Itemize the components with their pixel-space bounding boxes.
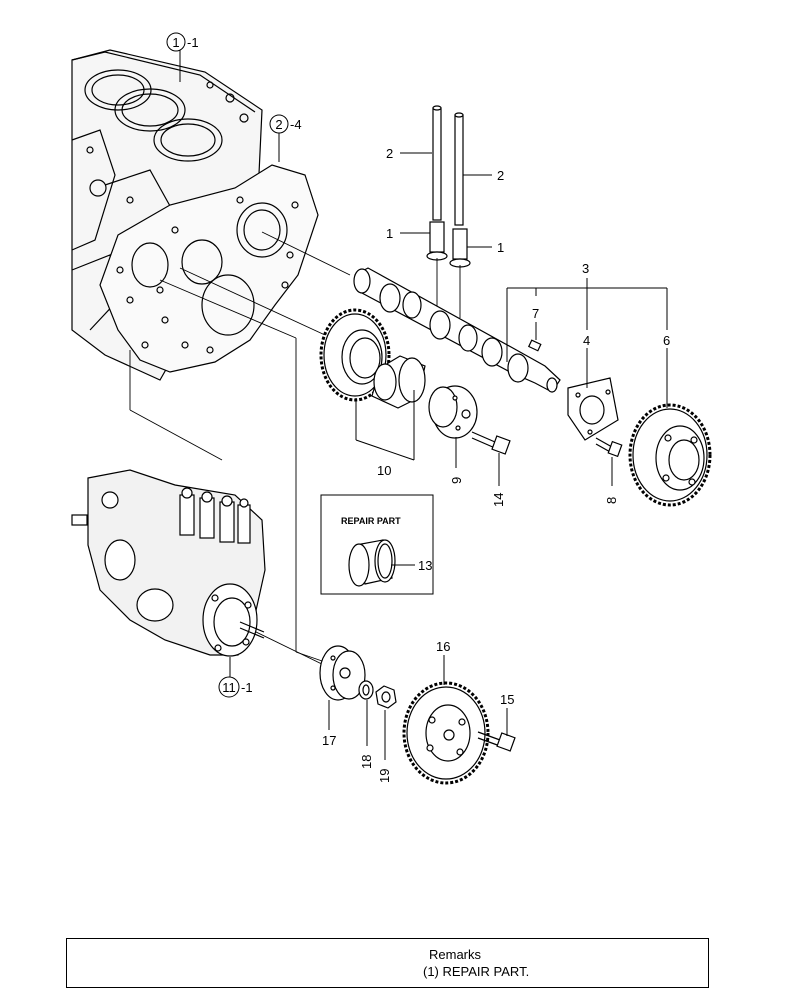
label-pump-gear: 16 <box>436 639 450 654</box>
idle-gear-shaft <box>428 385 478 439</box>
bolt-15-part <box>477 731 516 752</box>
callout-suffix-cylinder-block: -1 <box>187 35 199 50</box>
callout-suffix-fuel-pump: -1 <box>241 680 253 695</box>
callout-suffix-gear-case: -4 <box>290 117 302 132</box>
leader-lines <box>179 50 668 760</box>
label-camshaft-assembly: 3 <box>582 261 589 276</box>
label-nut: 19 <box>377 769 392 783</box>
center-lines <box>129 231 351 669</box>
idle-gear <box>319 308 391 402</box>
label-tappet-left: 1 <box>386 226 393 241</box>
label-bolt-15: 15 <box>500 692 514 707</box>
tappets <box>426 221 471 318</box>
callout-number-fuel-pump: 11 <box>222 680 236 695</box>
callout-circle-fuel-pump <box>218 676 240 698</box>
pump-flange <box>319 645 366 701</box>
label-bolt-8: 8 <box>604 497 619 504</box>
bolt-8-part <box>595 437 623 458</box>
label-push-rod-right: 2 <box>497 168 504 183</box>
label-push-rod-left: 2 <box>386 146 393 161</box>
callout-number-gear-case: 2 <box>275 117 282 132</box>
repair-part-box <box>320 494 434 595</box>
label-cam-gear: 6 <box>663 333 670 348</box>
cam-gear <box>628 403 712 507</box>
remarks-box: Remarks (1) REPAIR PART. <box>66 938 709 988</box>
push-rods <box>432 105 464 226</box>
label-tappet-right: 1 <box>497 240 504 255</box>
label-thrust-plate: 4 <box>583 333 590 348</box>
repair-bushing <box>348 539 396 587</box>
callout-number-cylinder-block: 1 <box>172 35 179 50</box>
label-idle-gear-shaft: 9 <box>449 477 464 484</box>
callout-circle-gear-case <box>269 114 289 134</box>
repair-part-title: REPAIR PART <box>341 516 401 526</box>
label-pump-flange: 17 <box>322 733 336 748</box>
idle-gear-bushing <box>371 355 426 409</box>
camshaft <box>353 267 561 393</box>
label-key: 7 <box>532 306 539 321</box>
nut-part <box>375 685 397 709</box>
label-idle-gear: 10 <box>377 463 391 478</box>
label-bolt-14: 14 <box>491 493 506 507</box>
fuel-injection-pump <box>71 469 266 657</box>
remarks-line: (1) REPAIR PART. <box>423 964 530 979</box>
gear-case-plate <box>99 164 319 373</box>
label-bushing: 13 <box>418 558 432 573</box>
key-part <box>527 339 542 352</box>
remarks-title: Remarks <box>429 947 482 962</box>
callout-circle-cylinder-block <box>166 32 186 52</box>
thrust-plate <box>567 377 619 441</box>
bolt-14-part <box>471 431 511 455</box>
label-washer: 18 <box>359 755 374 769</box>
pump-gear <box>402 681 490 785</box>
washer-part <box>358 680 374 700</box>
